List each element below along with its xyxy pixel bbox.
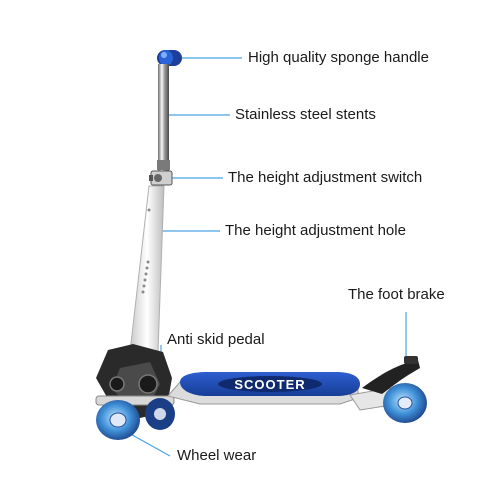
sponge-handle	[157, 50, 182, 66]
deck-text: SCOOTER	[234, 377, 305, 392]
front-wheel-left	[96, 400, 140, 440]
callout-switch: The height adjustment switch	[228, 169, 423, 186]
front-wheel-right	[145, 398, 175, 430]
leader-line-wheel	[124, 430, 171, 457]
height-switch	[149, 170, 173, 186]
callout-brake: The foot brake	[348, 286, 445, 303]
callout-handle: High quality sponge handle	[248, 49, 429, 66]
anti-skid-deck: SCOOTER	[167, 372, 360, 405]
steel-stem	[158, 64, 169, 176]
callout-stents: Stainless steel stents	[235, 106, 376, 123]
callout-pedal: Anti skid pedal	[167, 331, 265, 348]
adjustment-holes	[141, 208, 151, 294]
rear-wheel	[383, 383, 427, 423]
callout-hole: The height adjustment hole	[225, 222, 406, 239]
foot-brake	[362, 360, 420, 394]
callout-wheel: Wheel wear	[177, 447, 257, 464]
